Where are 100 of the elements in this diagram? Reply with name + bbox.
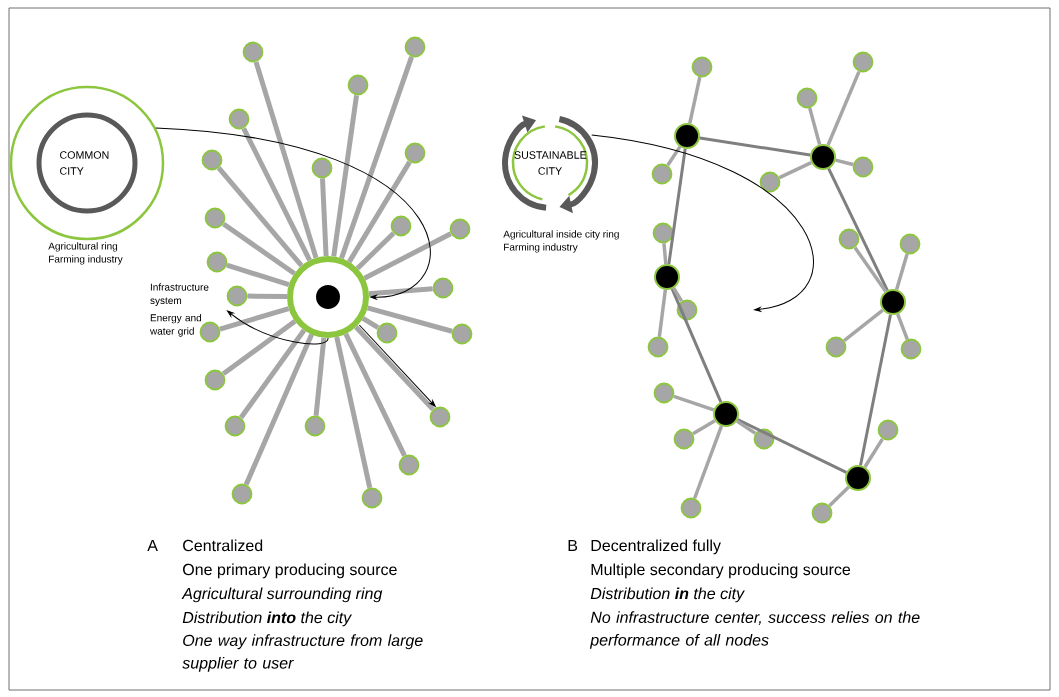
node-label: Infrastructure system Energy and water grid bbox=[150, 283, 209, 337]
link-line bbox=[355, 231, 396, 271]
network-node bbox=[680, 497, 702, 519]
link-line bbox=[863, 437, 884, 468]
link-line bbox=[808, 107, 822, 145]
network-node bbox=[376, 322, 398, 344]
link-line bbox=[343, 332, 407, 457]
link-line bbox=[699, 136, 811, 157]
caption-text: Distribution into the city bbox=[182, 611, 352, 627]
link-line bbox=[368, 286, 433, 297]
link-line bbox=[241, 127, 312, 262]
network-node bbox=[390, 215, 412, 237]
network-node bbox=[676, 299, 698, 321]
link-line bbox=[843, 308, 884, 342]
link-line bbox=[331, 94, 360, 257]
link-line bbox=[222, 221, 296, 276]
hub-node bbox=[810, 144, 836, 170]
network-node bbox=[361, 487, 383, 509]
hub-node bbox=[674, 123, 700, 149]
caption-text: Agricultural surrounding ring bbox=[181, 587, 383, 603]
network-node bbox=[228, 108, 250, 130]
caption-text: Distribution in the city bbox=[590, 587, 745, 603]
network-node bbox=[201, 149, 223, 171]
link-line bbox=[828, 485, 850, 507]
link-line bbox=[673, 394, 715, 412]
link-line bbox=[662, 243, 668, 265]
link-line bbox=[320, 178, 329, 257]
caption-text: B bbox=[568, 540, 578, 551]
link-line bbox=[737, 418, 847, 474]
network-node bbox=[811, 502, 833, 524]
link-line bbox=[835, 158, 854, 167]
network-node bbox=[877, 419, 899, 441]
link-line bbox=[226, 262, 290, 288]
network-node bbox=[206, 251, 228, 273]
link-line bbox=[895, 253, 909, 291]
arrow bbox=[227, 310, 329, 345]
link-line bbox=[672, 287, 684, 302]
link-line bbox=[247, 293, 288, 300]
link-line bbox=[827, 168, 889, 291]
network-node bbox=[231, 483, 253, 505]
network-node bbox=[398, 454, 420, 476]
network-node bbox=[404, 142, 426, 164]
ring-caption: Agricultural ring bbox=[48, 242, 118, 252]
link-line bbox=[366, 305, 453, 334]
hub-node bbox=[845, 465, 871, 491]
network-node bbox=[429, 406, 451, 428]
network-node bbox=[753, 428, 775, 450]
network-node bbox=[647, 336, 669, 358]
caption-text: Decentralized fully bbox=[591, 539, 721, 555]
hub-node bbox=[880, 289, 906, 315]
link-line bbox=[670, 288, 723, 403]
ring-caption: Farming industry bbox=[49, 255, 123, 265]
link-line bbox=[361, 316, 380, 330]
network-node bbox=[347, 74, 369, 96]
arrow bbox=[155, 127, 431, 300]
caption-text: No infrastructure center, success relies on the performance of all nodes bbox=[589, 611, 920, 649]
network-node bbox=[899, 233, 921, 255]
network-node bbox=[825, 336, 847, 358]
network-node bbox=[199, 321, 221, 343]
link-line bbox=[363, 231, 452, 281]
link-line bbox=[243, 333, 314, 486]
network-node bbox=[759, 171, 781, 193]
network-node bbox=[691, 56, 713, 78]
link-line bbox=[313, 337, 327, 416]
link-line bbox=[667, 148, 687, 265]
hub-ring bbox=[287, 256, 369, 338]
network-node bbox=[451, 323, 473, 345]
caption-text: Centralized bbox=[183, 539, 263, 552]
caption-text: Multiple secondary producing source bbox=[591, 563, 851, 579]
network-node bbox=[242, 41, 264, 63]
network-node bbox=[224, 415, 246, 437]
network-node bbox=[796, 87, 818, 109]
network-node bbox=[404, 36, 426, 58]
ring-caption: Agricultural inside city ring bbox=[503, 230, 619, 240]
caption-text: One primary producing source bbox=[183, 563, 397, 579]
link-line bbox=[666, 145, 682, 167]
link-line bbox=[693, 425, 724, 499]
arrow bbox=[591, 134, 814, 312]
network-node bbox=[673, 428, 695, 450]
network-node bbox=[204, 207, 226, 229]
caption-text: A bbox=[147, 540, 158, 551]
network-node bbox=[652, 222, 674, 244]
hub-node bbox=[713, 401, 739, 427]
ring-caption: Farming industry bbox=[504, 243, 578, 253]
link-line bbox=[657, 289, 668, 337]
caption-text: One way infrastructure from large supplier to user bbox=[182, 634, 423, 672]
network-node bbox=[651, 163, 673, 185]
network-node bbox=[900, 338, 922, 360]
link-line bbox=[347, 160, 412, 264]
link-line bbox=[853, 246, 887, 293]
network-node bbox=[838, 228, 860, 250]
network-node bbox=[653, 382, 675, 404]
link-line bbox=[688, 76, 702, 124]
network-node bbox=[432, 277, 454, 299]
network-node bbox=[226, 285, 248, 307]
link-line bbox=[896, 313, 909, 340]
link-line bbox=[826, 70, 861, 146]
link-line bbox=[221, 319, 297, 376]
link-line bbox=[735, 419, 757, 435]
link-line bbox=[778, 160, 812, 180]
